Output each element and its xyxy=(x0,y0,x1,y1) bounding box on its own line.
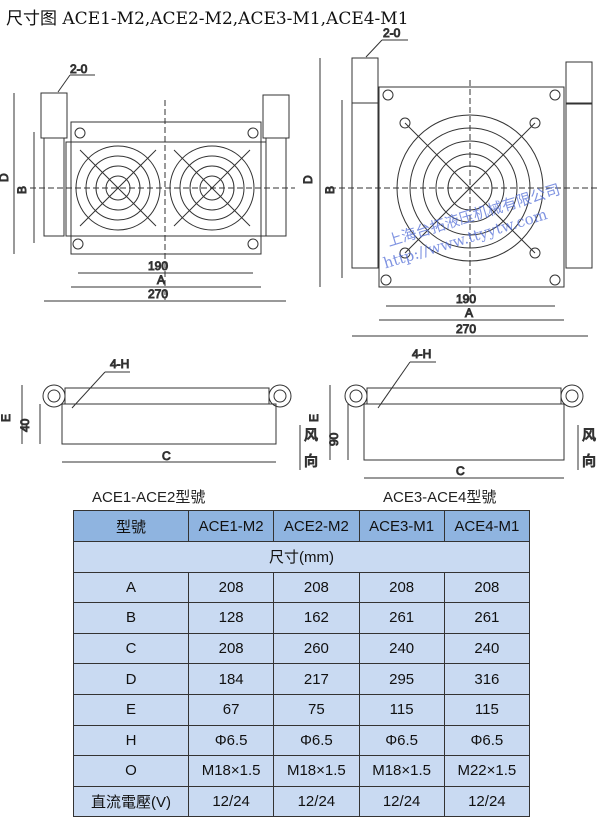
front-view-ace3-ace4 xyxy=(319,39,600,337)
svg-text:风: 风 xyxy=(304,427,318,443)
table-cell: 12/24 xyxy=(358,785,445,817)
section-label-ace3-ace4: ACE3-ACE4型號 xyxy=(383,489,497,506)
svg-text:270: 270 xyxy=(456,322,476,336)
table-cell: 162 xyxy=(273,602,360,634)
svg-text:270: 270 xyxy=(148,287,168,301)
svg-text:A: A xyxy=(157,273,165,287)
svg-text:4-H: 4-H xyxy=(110,357,129,371)
table-cell: 128 xyxy=(187,602,275,634)
side-view-ace1-ace2 xyxy=(21,371,301,470)
svg-text:90: 90 xyxy=(327,432,341,446)
table-cell: 240 xyxy=(443,632,531,665)
spec-table: 型號 ACE1-M2 ACE2-M2 ACE3-M1 ACE4-M1 尺寸(mm… xyxy=(73,510,531,817)
table-cell: 115 xyxy=(358,693,445,726)
table-cell: Φ6.5 xyxy=(273,724,360,757)
table-cell: 12/24 xyxy=(443,785,531,817)
table-cell: H xyxy=(73,724,189,757)
table-cell: 67 xyxy=(187,693,275,726)
table-cell: E xyxy=(73,693,189,726)
svg-text:向: 向 xyxy=(582,453,596,469)
svg-text:40: 40 xyxy=(18,418,32,432)
table-header-row: 型號 ACE1-M2 ACE2-M2 ACE3-M1 ACE4-M1 xyxy=(73,510,531,542)
svg-text:向: 向 xyxy=(304,453,318,469)
table-cell: 260 xyxy=(273,632,360,665)
svg-text:C: C xyxy=(456,464,465,478)
table-cell: 直流電壓(V) xyxy=(73,785,189,817)
svg-text:2-0: 2-0 xyxy=(70,62,88,76)
dimension-drawing: 2-0 D B 190 A 270 2-0 D B 190 A 270 4-H … xyxy=(0,26,600,479)
svg-text:4-H: 4-H xyxy=(412,347,431,361)
page-title: 尺寸图 ACE1-M2,ACE2-M2,ACE3-M1,ACE4-M1 xyxy=(6,9,409,29)
table-cell: M22×1.5 xyxy=(443,755,531,787)
table-cell: 115 xyxy=(443,693,531,726)
svg-text:E: E xyxy=(0,414,13,422)
table-cell: 217 xyxy=(273,663,360,695)
svg-text:D: D xyxy=(0,173,11,182)
section-label-ace1-ace2: ACE1-ACE2型號 xyxy=(92,489,206,506)
svg-text:190: 190 xyxy=(148,259,168,273)
table-cell: A xyxy=(73,571,189,604)
table-cell: 208 xyxy=(273,571,360,604)
table-cell: 208 xyxy=(187,632,275,665)
front-view-ace1-ace2 xyxy=(13,74,295,302)
svg-text:B: B xyxy=(323,186,337,194)
table-cell: Φ6.5 xyxy=(443,724,531,757)
table-cell: D xyxy=(73,663,189,695)
table-cell: O xyxy=(73,755,189,787)
svg-text:2-0: 2-0 xyxy=(383,26,401,40)
svg-text:E: E xyxy=(307,414,321,422)
svg-text:C: C xyxy=(162,449,171,463)
table-cell: 208 xyxy=(443,571,531,604)
table-cell: M18×1.5 xyxy=(273,755,360,787)
table-cell: 208 xyxy=(187,571,275,604)
table-cell: 295 xyxy=(358,663,445,695)
side-view-ace3-ace4 xyxy=(329,361,584,479)
table-cell: B xyxy=(73,602,189,634)
table-cell: 316 xyxy=(443,663,531,695)
svg-text:A: A xyxy=(465,306,473,320)
table-cell: 261 xyxy=(358,602,445,634)
svg-text:D: D xyxy=(301,175,315,184)
table-cell: M18×1.5 xyxy=(187,755,275,787)
table-cell: 12/24 xyxy=(273,785,360,817)
table-cell: 184 xyxy=(187,663,275,695)
svg-text:190: 190 xyxy=(456,292,476,306)
svg-text:B: B xyxy=(15,186,29,194)
table-cell: Φ6.5 xyxy=(187,724,275,757)
table-cell: 208 xyxy=(358,571,445,604)
table-cell: Φ6.5 xyxy=(358,724,445,757)
table-cell: 12/24 xyxy=(187,785,275,817)
table-cell: 240 xyxy=(358,632,445,665)
table-cell: C xyxy=(73,632,189,665)
table-cell: 75 xyxy=(273,693,360,726)
table-subheader-row: 尺寸(mm) xyxy=(73,541,530,573)
table-cell: 261 xyxy=(443,602,531,634)
svg-text:风: 风 xyxy=(582,427,596,443)
table-cell: M18×1.5 xyxy=(358,755,445,787)
